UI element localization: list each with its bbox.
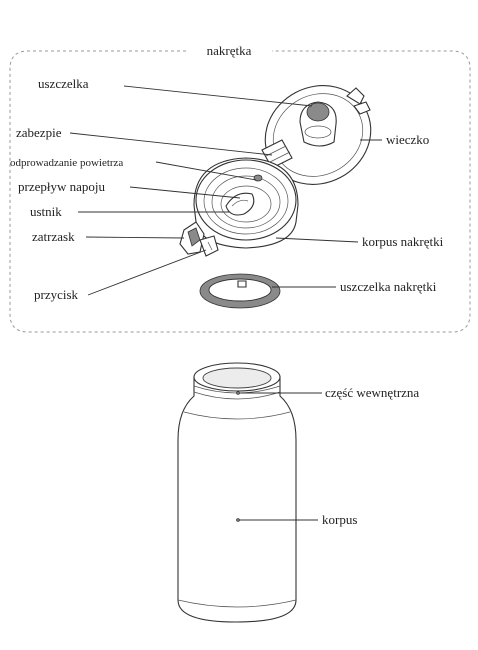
part-labels: uszczelka zabezpie odprowadzanie powietr…	[10, 76, 444, 527]
label-korpus-nakretki: korpus nakrętki	[362, 234, 444, 249]
cap-body-part	[193, 157, 299, 249]
cap-gasket-part	[199, 273, 281, 309]
label-przycisk: przycisk	[34, 287, 79, 302]
label-odprowadzanie: odprowadzanie powietrza	[10, 157, 123, 169]
label-uszczelka: uszczelka	[38, 76, 89, 91]
bottle-illustration	[177, 362, 297, 623]
label-czesc-wewnetrzna: część wewnętrzna	[325, 385, 419, 400]
lid-group-title: nakrętka	[207, 43, 252, 58]
lid-group-frame	[9, 50, 471, 333]
cap-illustration	[179, 85, 372, 309]
leader-przeplyw	[129, 186, 241, 199]
leader-odprowadzanie	[155, 161, 257, 181]
lid-part	[264, 85, 372, 185]
label-przeplyw: przepływ napoju	[18, 179, 106, 194]
label-ustnik: ustnik	[30, 204, 62, 219]
label-zabezpie: zabezpie	[16, 125, 62, 140]
label-wieczko: wieczko	[386, 132, 429, 147]
leader-zabezpie	[69, 132, 273, 156]
leader-uszczelka	[123, 85, 313, 107]
latch-button-part	[179, 221, 219, 257]
leader-korpus-nakretki	[275, 237, 359, 243]
label-korpus: korpus	[322, 512, 357, 527]
leader-przycisk	[87, 249, 207, 296]
label-zatrzask: zatrzask	[32, 229, 75, 244]
leader-lines	[69, 85, 382, 522]
label-uszczelka-nakretki: uszczelka nakrętki	[340, 279, 437, 294]
leader-zatrzask	[85, 236, 185, 239]
